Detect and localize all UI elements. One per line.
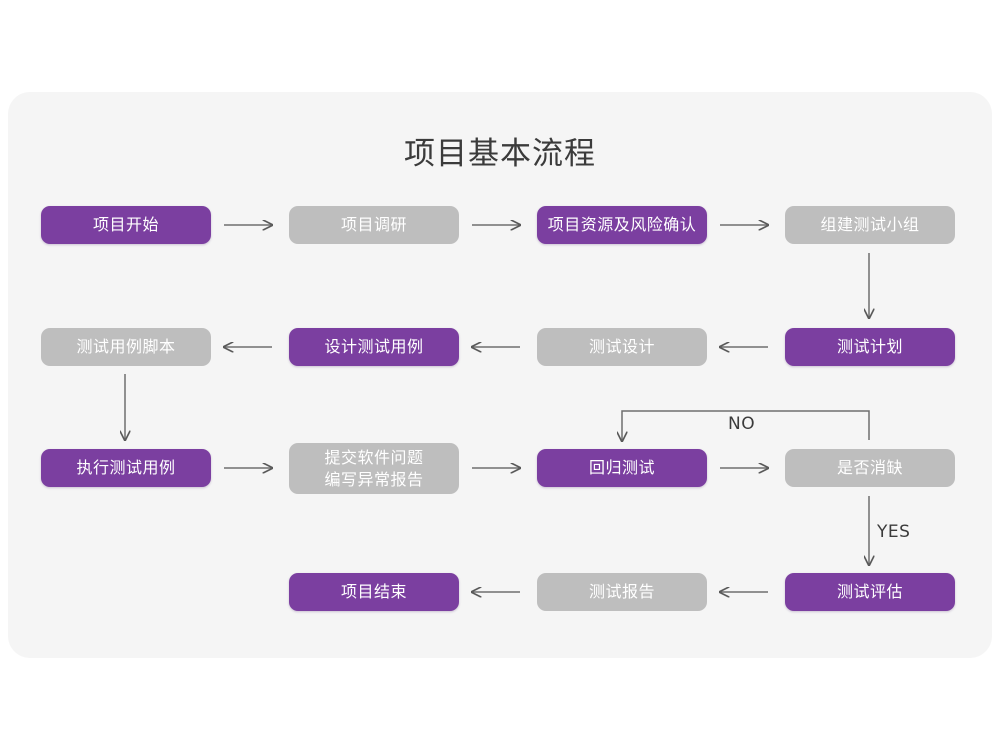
node-design-test-cases[interactable]: 设计测试用例 bbox=[289, 328, 459, 366]
page-title: 项目基本流程 bbox=[404, 136, 596, 172]
node-submit-issue-report[interactable]: 提交软件问题 编写异常报告 bbox=[289, 443, 459, 494]
node-test-case-script[interactable]: 测试用例脚本 bbox=[41, 328, 211, 366]
node-execute-test-cases[interactable]: 执行测试用例 bbox=[41, 449, 211, 487]
node-test-design[interactable]: 测试设计 bbox=[537, 328, 707, 366]
node-resource-risk-confirm[interactable]: 项目资源及风险确认 bbox=[537, 206, 707, 244]
node-test-report[interactable]: 测试报告 bbox=[537, 573, 707, 611]
node-regression-test[interactable]: 回归测试 bbox=[537, 449, 707, 487]
node-project-start[interactable]: 项目开始 bbox=[41, 206, 211, 244]
node-defects-resolved[interactable]: 是否消缺 bbox=[785, 449, 955, 487]
diagram-card bbox=[8, 92, 992, 658]
node-test-evaluation[interactable]: 测试评估 bbox=[785, 573, 955, 611]
edge-label-yes: YES bbox=[877, 522, 911, 542]
node-test-plan[interactable]: 测试计划 bbox=[785, 328, 955, 366]
node-project-end[interactable]: 项目结束 bbox=[289, 573, 459, 611]
node-build-test-team[interactable]: 组建测试小组 bbox=[785, 206, 955, 244]
edge-label-no: NO bbox=[728, 414, 756, 434]
node-project-research[interactable]: 项目调研 bbox=[289, 206, 459, 244]
